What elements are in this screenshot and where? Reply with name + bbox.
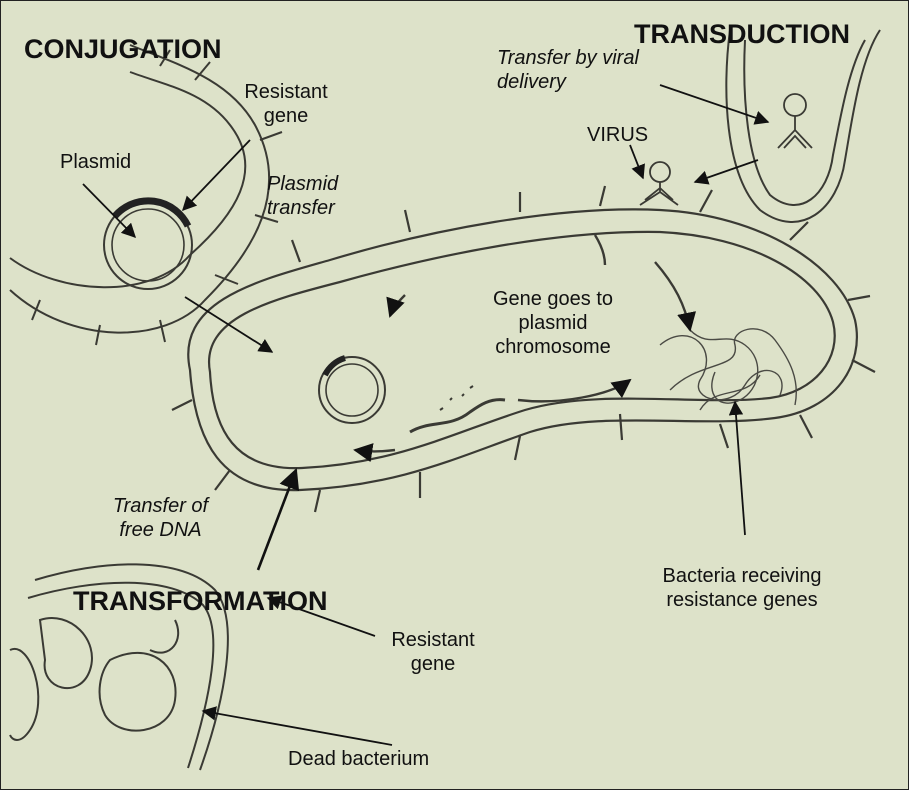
- resistant-gene-label-top: Resistant gene: [226, 80, 346, 128]
- dead-bacterium-label: Dead bacterium: [288, 747, 429, 771]
- plasmid-label: Plasmid: [60, 150, 131, 174]
- plasmid-transfer-label: Plasmid transfer: [267, 172, 367, 220]
- transduction-heading: TRANSDUCTION: [634, 18, 850, 50]
- transfer-free-dna-label: Transfer of free DNA: [93, 494, 228, 542]
- bacteria-receiving-label: Bacteria receiving resistance genes: [627, 564, 857, 612]
- gene-goes-label: Gene goes to plasmid chromosome: [458, 287, 648, 359]
- transfer-viral-delivery-label: Transfer by viral delivery: [497, 46, 657, 94]
- resistant-gene-label-bottom: Resistant gene: [373, 628, 493, 676]
- transformation-heading: TRANSFORMATION: [73, 585, 327, 617]
- conjugation-heading: CONJUGATION: [24, 33, 222, 65]
- virus-label: VIRUS: [587, 123, 648, 147]
